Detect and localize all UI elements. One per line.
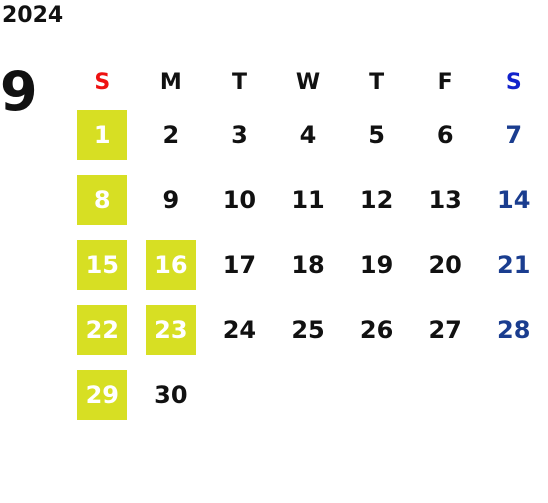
day-cell: 20 — [411, 232, 480, 297]
day-cell — [411, 362, 480, 427]
date[interactable]: 10 — [222, 185, 257, 214]
week-row: 29 30 — [68, 362, 548, 427]
day-cell: 24 — [205, 297, 274, 362]
date[interactable]: 28 — [497, 315, 531, 344]
day-cell: 26 — [342, 297, 411, 362]
day-cell: 3 — [205, 102, 274, 167]
highlighted-date[interactable]: 29 — [77, 369, 128, 420]
day-cell: 11 — [274, 167, 343, 232]
day-cell — [342, 362, 411, 427]
weekday-thursday: T — [369, 69, 385, 95]
week-row: 8 9 10 11 12 13 14 — [68, 167, 548, 232]
week-row: 1 2 3 4 5 6 7 — [68, 102, 548, 167]
weekday-tuesday: T — [231, 69, 247, 95]
day-cell — [205, 362, 274, 427]
day-cell: 16 — [137, 232, 206, 297]
day-cell: 13 — [411, 167, 480, 232]
highlighted-date[interactable]: 22 — [77, 304, 128, 355]
day-cell: 7 — [479, 102, 548, 167]
date[interactable]: 6 — [436, 120, 454, 149]
highlighted-date[interactable]: 15 — [77, 239, 128, 290]
day-cell — [479, 362, 548, 427]
date[interactable]: 24 — [222, 315, 257, 344]
day-cell: 22 — [68, 297, 137, 362]
day-cell: 2 — [137, 102, 206, 167]
weekday-friday: F — [437, 69, 453, 95]
date[interactable]: 12 — [359, 185, 394, 214]
date[interactable]: 18 — [291, 250, 325, 279]
day-cell: 19 — [342, 232, 411, 297]
week-row: 22 23 24 25 26 27 28 — [68, 297, 548, 362]
day-cell: 8 — [68, 167, 137, 232]
date[interactable]: 13 — [428, 185, 462, 214]
month-number: 9 — [0, 60, 38, 123]
day-cell: 25 — [274, 297, 343, 362]
weekday-monday: M — [159, 69, 182, 95]
date[interactable]: 14 — [497, 185, 531, 214]
day-cell: 21 — [479, 232, 548, 297]
day-cell: 23 — [137, 297, 206, 362]
weekday-header-row: S M T W T F S — [68, 62, 548, 102]
date[interactable]: 11 — [291, 185, 325, 214]
week-row: 15 16 17 18 19 20 21 — [68, 232, 548, 297]
day-cell: 30 — [137, 362, 206, 427]
date[interactable]: 26 — [359, 315, 394, 344]
date[interactable]: 4 — [299, 120, 317, 149]
date[interactable]: 9 — [162, 185, 180, 214]
day-cell: 18 — [274, 232, 343, 297]
day-cell: 1 — [68, 102, 137, 167]
day-cell: 28 — [479, 297, 548, 362]
day-cell: 5 — [342, 102, 411, 167]
highlighted-date[interactable]: 16 — [145, 239, 196, 290]
highlighted-date[interactable]: 23 — [145, 304, 196, 355]
year-label: 2024 — [2, 3, 64, 28]
date[interactable]: 21 — [497, 250, 531, 279]
weekday-sunday: S — [94, 69, 111, 95]
weekday-wednesday: W — [295, 69, 321, 95]
day-cell: 27 — [411, 297, 480, 362]
date[interactable]: 2 — [162, 120, 180, 149]
highlighted-date[interactable]: 1 — [77, 109, 128, 160]
date[interactable]: 27 — [428, 315, 462, 344]
day-cell: 12 — [342, 167, 411, 232]
day-cell: 4 — [274, 102, 343, 167]
weekday-saturday: S — [505, 69, 522, 95]
highlighted-date[interactable]: 8 — [77, 174, 128, 225]
date[interactable]: 7 — [505, 120, 523, 149]
date[interactable]: 30 — [154, 380, 188, 409]
day-cell: 14 — [479, 167, 548, 232]
date[interactable]: 25 — [291, 315, 325, 344]
day-cell: 6 — [411, 102, 480, 167]
date[interactable]: 17 — [222, 250, 257, 279]
date[interactable]: 19 — [359, 250, 394, 279]
day-cell: 15 — [68, 232, 137, 297]
date[interactable]: 3 — [231, 120, 248, 149]
day-cell: 10 — [205, 167, 274, 232]
day-cell: 9 — [137, 167, 206, 232]
day-cell: 17 — [205, 232, 274, 297]
date[interactable]: 5 — [368, 120, 385, 149]
day-cell — [274, 362, 343, 427]
date[interactable]: 20 — [428, 250, 462, 279]
day-cell: 29 — [68, 362, 137, 427]
